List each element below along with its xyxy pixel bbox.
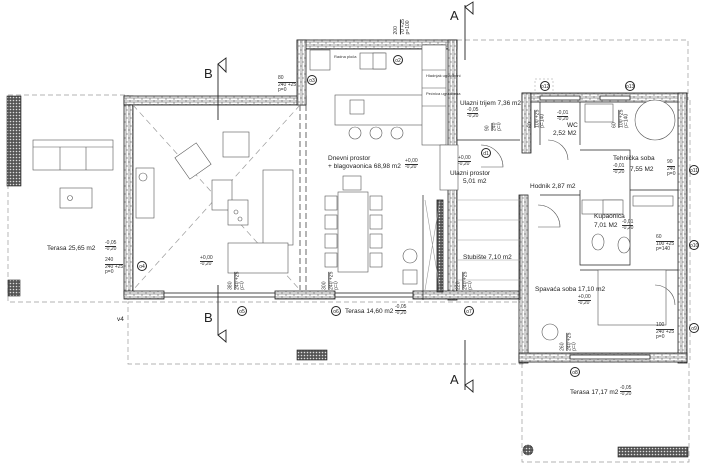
opening-tag-o3: o3 [307,75,317,85]
level-kupaonica: -0,01-0,20 [622,219,634,231]
kitchen-label-hladnjak: Hladnjak ugradbeni [426,73,461,78]
section-mark-a-bottom: A [450,372,459,387]
opening-tag-o13: o13 [625,81,635,91]
furniture [32,44,676,341]
level-tehnicka: -0,01-0,20 [613,163,625,175]
room-stubiste: Stubište 7,10 m2 [463,254,512,261]
level-wc: -0,01-0,20 [557,110,569,122]
dark-blocks [6,78,689,458]
dashed-column-lines [299,105,307,290]
opening-tag-o5: o5 [237,306,247,316]
section-mark-b-bottom: B [204,310,213,325]
room-ulazni-trijem: Ulazni trijem 7,36 m2 [460,100,522,107]
section-mark-b-top: B [204,66,213,81]
level-living: +0,00-0,20 [200,255,213,267]
area-tehnicka: 7,55 M2 [630,166,654,173]
kitchen-label-pult: Radna ploča [334,54,357,59]
level-ulazni-prostor: +0,00-0,20 [458,155,471,167]
room-wc-line2: 2,52 M2 [553,130,577,137]
room-dnevni-line2: + blagovaonica 68,98 m2 [328,163,401,170]
kitchen-label-pecnica: Pećnica ugradbena [426,91,461,96]
opening-tag-o8: o8 [570,367,580,377]
room-kupaonica-line1: Kupaonica [594,213,625,220]
section-mark-a-top: A [450,8,459,23]
room-tehnicka: Tehnička soba [613,155,655,162]
opening-tag-o2: o2 [393,55,403,65]
room-spavaca: Spavaća soba 17,10 m2 [535,286,606,293]
view-label: v4 [117,316,124,323]
opening-tag-o6: o6 [331,306,341,316]
room-terasa-right: Terasa 17,17 m2 [570,389,619,396]
opening-tag-d1: d1 [481,148,491,158]
level-dnevni: +0,00-0,20 [405,158,418,170]
room-kupaonica-line2: 7,01 M2 [594,222,618,229]
level-spavaca: +0,00-0,20 [578,294,591,306]
room-wc-line1: WC [567,122,578,129]
interior-walls [422,102,678,300]
room-terasa-left: Terasa 25,65 m2 [47,245,96,252]
level-terasa-left: -0,05-0,20 [105,240,117,252]
section-lines [217,1,474,393]
opening-tag-o10: o10 [689,240,699,250]
opening-tag-o11: o11 [689,165,699,175]
opening-tag-o4: o4 [137,261,147,271]
room-ulazni-prostor-line2: 5,01 m2 [463,178,487,185]
room-terasa-mid: Terasa 14,60 m2 [345,308,394,315]
opening-tag-o12: o12 [540,81,550,91]
level-terasa-mid: -0,05-0,20 [395,304,407,316]
room-dnevni-line1: Dnevni prostor [328,155,371,162]
opening-tag-o9: o9 [689,323,699,333]
room-ulazni-prostor-line1: Ulazni prostor [450,170,491,177]
room-hodnik: Hodnik 2,87 m2 [530,183,576,190]
level-terasa-right: -0,05-0,20 [620,385,632,397]
opening-tag-o7: o7 [464,306,474,316]
level-ulazni-trijem: -0,05-0,20 [467,107,479,119]
